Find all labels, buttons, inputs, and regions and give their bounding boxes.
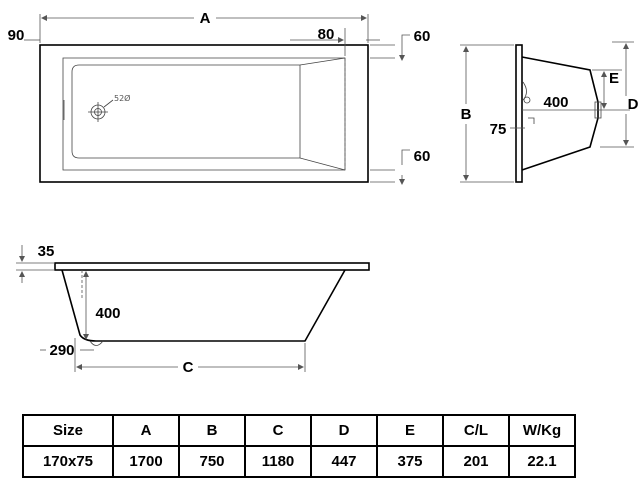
value-a: 1700 [112,445,180,478]
side-view: 35 400 290 C [16,243,370,376]
value-b: 750 [178,445,246,478]
dim-60-top-label: 60 [414,28,431,45]
waste-outlet: 52Ø [88,93,130,122]
spec-value-row: 170x75 1700 750 1180 447 375 201 22.1 [22,445,576,478]
end-rim [515,44,523,183]
plan-inner-rim [62,57,346,171]
spec-table: Size A B C D E C/L W/Kg 170x75 1700 750 … [22,414,576,478]
dim-60-bottom-label: 60 [414,148,431,165]
value-weight: 22.1 [508,445,576,478]
side-rim [54,262,370,271]
waste-size-label: 52Ø [114,93,130,103]
value-d: 447 [310,445,378,478]
plan-view: 52Ø A 80 90 60 60 [8,10,431,185]
header-b: B [178,414,246,447]
header-d: D [310,414,378,447]
value-e: 375 [376,445,444,478]
dim-e-label: E [609,70,619,87]
dim-90-label: 90 [8,27,25,44]
dim-80-label: 80 [318,26,335,43]
side-35-label: 35 [38,243,55,260]
plan-outer-rim [39,44,369,183]
header-e: E [376,414,444,447]
dim-b-label: B [461,106,472,123]
technical-drawing: 52Ø A 80 90 60 60 [8,10,639,376]
dim-a-label: A [200,10,211,27]
end-75-label: 75 [490,121,507,138]
header-size: Size [22,414,114,447]
header-weight: W/Kg [508,414,576,447]
side-290-label: 290 [49,342,74,359]
spec-header-row: Size A B C D E C/L W/Kg [22,414,576,447]
header-c: C [244,414,312,447]
dim-d-label: D [628,96,639,113]
end-view: B E D 400 75 [460,41,639,183]
header-a: A [112,414,180,447]
side-400-label: 400 [95,305,120,322]
end-profile [521,56,599,171]
dim-c-label: C [183,359,194,376]
value-size: 170x75 [22,445,114,478]
plan-basin [71,64,301,159]
value-c: 1180 [244,445,312,478]
end-400-label: 400 [543,94,568,111]
value-cl: 201 [442,445,510,478]
header-cl: C/L [442,414,510,447]
